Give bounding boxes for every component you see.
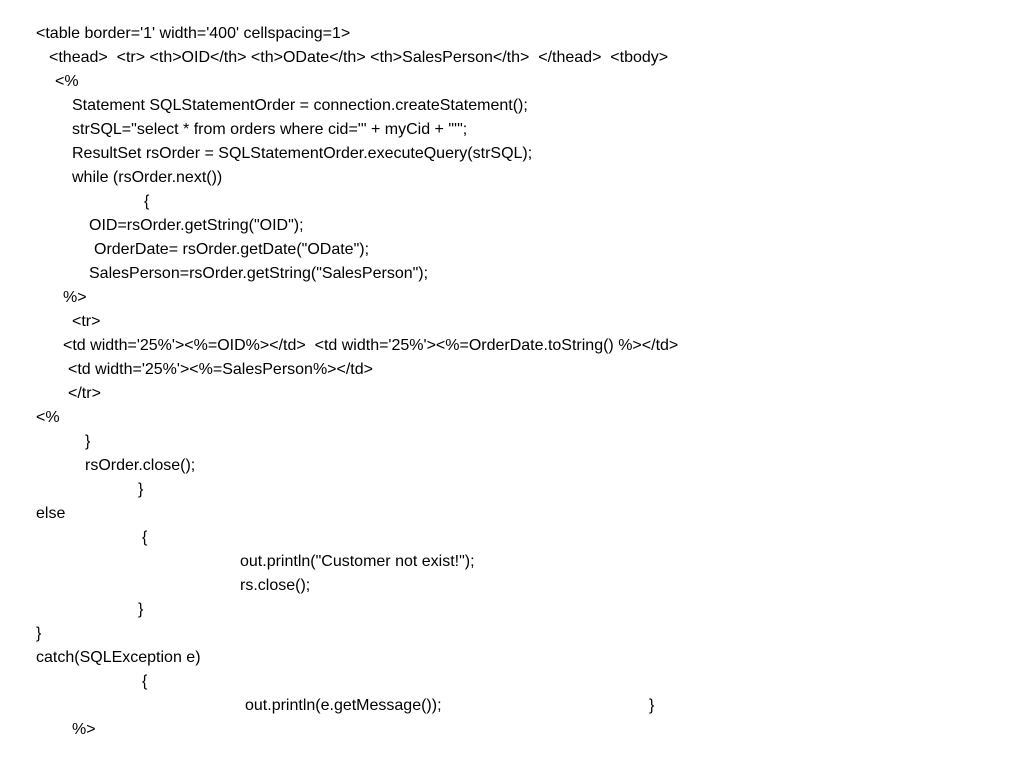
code-line-rs-close: rs.close(); bbox=[240, 577, 311, 594]
code-line-scriptlet-close: %> bbox=[63, 289, 87, 306]
code-line-strsql: strSQL="select * from orders where cid='… bbox=[72, 121, 468, 138]
code-line-scriptlet-open-2: <% bbox=[36, 409, 60, 426]
code-line-thead: <thead> <tr> <th>OID</th> <th>ODate</th>… bbox=[49, 49, 669, 66]
code-line-println-message: out.println(e.getMessage()); bbox=[245, 697, 442, 714]
code-line-orderdate-assign: OrderDate= rsOrder.getDate("ODate"); bbox=[94, 241, 370, 258]
code-line-else: else bbox=[36, 505, 66, 522]
code-line-println-not-exist: out.println("Customer not exist!"); bbox=[240, 553, 475, 570]
code-line-td-salesperson: <td width='25%'><%=SalesPerson%></td> bbox=[68, 361, 373, 378]
code-line-tr-open: <tr> bbox=[72, 313, 101, 330]
code-line-salesperson-assign: SalesPerson=rsOrder.getString("SalesPers… bbox=[89, 265, 429, 282]
code-line-brace-close-2: } bbox=[138, 481, 144, 498]
code-line-resultset: ResultSet rsOrder = SQLStatementOrder.ex… bbox=[72, 145, 533, 162]
code-line-catch-brace-open: { bbox=[142, 673, 148, 690]
code-line-try-brace-close: } bbox=[36, 625, 42, 642]
code-line-catch-brace-close: } bbox=[649, 697, 655, 714]
code-line-oid-assign: OID=rsOrder.getString("OID"); bbox=[89, 217, 304, 234]
code-line-table-open: <table border='1' width='400' cellspacin… bbox=[36, 25, 351, 42]
code-line-statement: Statement SQLStatementOrder = connection… bbox=[72, 97, 528, 114]
code-line-brace-close: } bbox=[85, 433, 91, 450]
code-line-brace-open: { bbox=[144, 193, 150, 210]
code-line-rsorder-close: rsOrder.close(); bbox=[85, 457, 196, 474]
code-line-while: while (rsOrder.next()) bbox=[72, 169, 223, 186]
code-line-tr-close: </tr> bbox=[68, 385, 101, 402]
code-line-else-brace-close: } bbox=[138, 601, 144, 618]
code-line-catch: catch(SQLException e) bbox=[36, 649, 201, 666]
code-line-td-oid-date: <td width='25%'><%=OID%></td> <td width=… bbox=[63, 337, 679, 354]
code-line-scriptlet-open: <% bbox=[55, 73, 79, 90]
code-line-else-brace-open: { bbox=[142, 529, 148, 546]
code-line-scriptlet-close-final: %> bbox=[72, 721, 96, 738]
